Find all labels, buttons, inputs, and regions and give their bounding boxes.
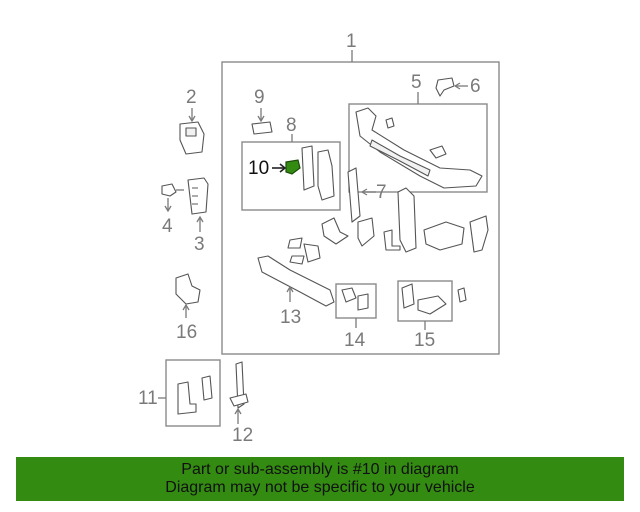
part-2-plate — [179, 121, 205, 155]
callout-9: 9 — [254, 87, 265, 108]
callout-14: 14 — [344, 330, 366, 351]
callout-7: 7 — [376, 182, 387, 203]
callout-12: 12 — [232, 425, 253, 446]
part-15-bracket — [401, 283, 415, 309]
part-4-bolt — [161, 183, 177, 197]
part-11-bracket — [177, 381, 197, 415]
part-8-bracket-b — [317, 149, 335, 201]
banner-line-2: Diagram may not be specific to your vehi… — [165, 479, 475, 496]
callout-2: 2 — [186, 87, 197, 108]
callout-4: 4 — [162, 216, 173, 237]
part-9-clip — [251, 121, 273, 135]
subassembly-box-8 — [241, 141, 341, 211]
info-banner: Part or sub-assembly is #10 in diagram D… — [16, 457, 624, 501]
part-7-pillar — [347, 167, 361, 223]
part-13-lower-bar — [257, 255, 335, 307]
banner-line-1: Part or sub-assembly is #10 in diagram — [181, 461, 459, 478]
callout-6: 6 — [470, 76, 481, 97]
callout-1: 1 — [346, 31, 357, 52]
callout-5: 5 — [411, 72, 422, 93]
callout-8: 8 — [286, 115, 297, 136]
part-14-clip — [341, 287, 357, 303]
part-bracket-center — [321, 217, 349, 245]
callout-15: 15 — [414, 330, 435, 351]
callout-10: 10 — [248, 158, 269, 179]
part-6-bracket — [435, 77, 455, 97]
part-16-bracket — [175, 273, 201, 305]
callout-11: 11 — [138, 388, 158, 409]
assembly-box-main — [221, 61, 500, 355]
callout-16: 16 — [176, 322, 197, 343]
callout-13: 13 — [280, 307, 301, 328]
part-8-bracket-a — [301, 145, 315, 191]
part-10-highlighted — [285, 159, 301, 175]
callout-3: 3 — [194, 234, 205, 255]
subassembly-box-14 — [335, 283, 377, 319]
subassembly-box-11 — [165, 359, 221, 427]
